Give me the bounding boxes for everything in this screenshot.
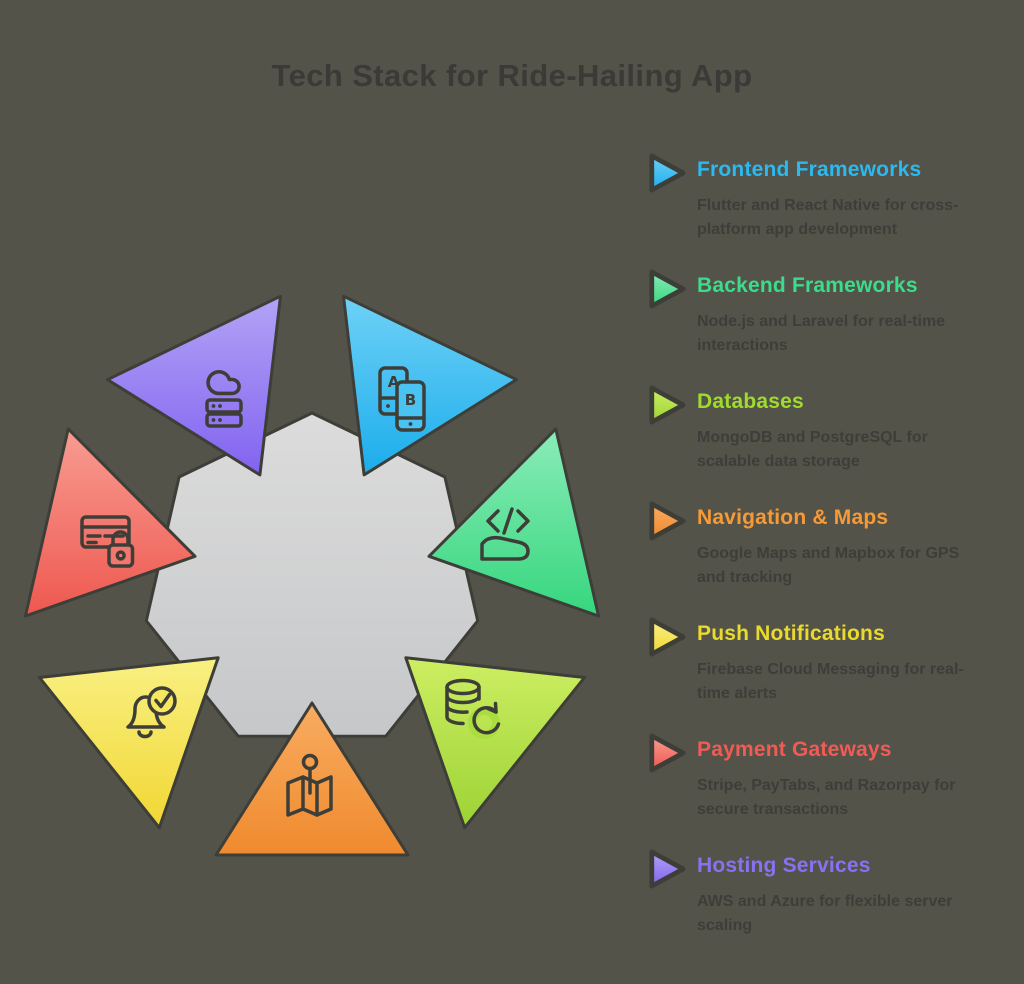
legend-item-description: Firebase Cloud Messaging for real-time a… [697,661,964,702]
legend-item-title: Push Notifications [697,622,885,645]
legend-arrow-icon [649,733,686,773]
database-sync-icon [445,678,501,739]
map-pin-icon [286,753,333,817]
page-title: Tech Stack for Ride-Hailing App [271,58,753,93]
legend-arrow-icon [649,385,686,425]
legend-arrow-icon [649,617,686,657]
legend-item-title: Payment Gateways [697,738,892,761]
bell-check-icon [126,686,177,739]
legend-item-navigation: Navigation & Maps Google Maps and Mapbox… [648,501,1010,591]
cloud-server-icon [205,369,243,428]
legend-item-title: Navigation & Maps [697,506,889,529]
segment-push [38,656,220,830]
segment-frontend: A B [342,294,518,477]
legend-item-title: Backend Frameworks [697,274,918,297]
segment-navigation [214,701,410,857]
segment-hosting [106,294,282,477]
legend-item-hosting: Hosting Services AWS and Azure for flexi… [648,849,1010,939]
legend-item-frontend: Frontend Frameworks Flutter and React Na… [648,153,1010,243]
legend-item-title: Frontend Frameworks [697,158,922,181]
segment-databases [404,656,586,830]
legend-arrow-icon [649,501,686,541]
legend-arrow-icon [649,849,686,889]
code-hand-icon [480,507,530,561]
legend-item-title: Hosting Services [697,854,871,877]
legend-arrow-icon [649,269,686,309]
legend-item-description: Flutter and React Native for cross-platf… [697,197,959,238]
legend-item-title: Databases [697,390,804,413]
mobile-ab-icon: A B [378,366,426,432]
segment-payment [23,427,197,618]
legend-item-push: Push Notifications Firebase Cloud Messag… [648,617,1010,707]
card-lock-icon [80,515,135,568]
svg-text:B: B [405,391,416,409]
segment-backend [427,427,601,618]
legend-arrow-icon [649,153,686,193]
tech-stack-wheel: A B [23,294,601,857]
legend-item-backend: Backend Frameworks Node.js and Laravel f… [648,269,1010,359]
legend-item-payment: Payment Gateways Stripe, PayTabs, and Ra… [648,733,1010,823]
legend: Frontend Frameworks Flutter and React Na… [648,153,1010,969]
